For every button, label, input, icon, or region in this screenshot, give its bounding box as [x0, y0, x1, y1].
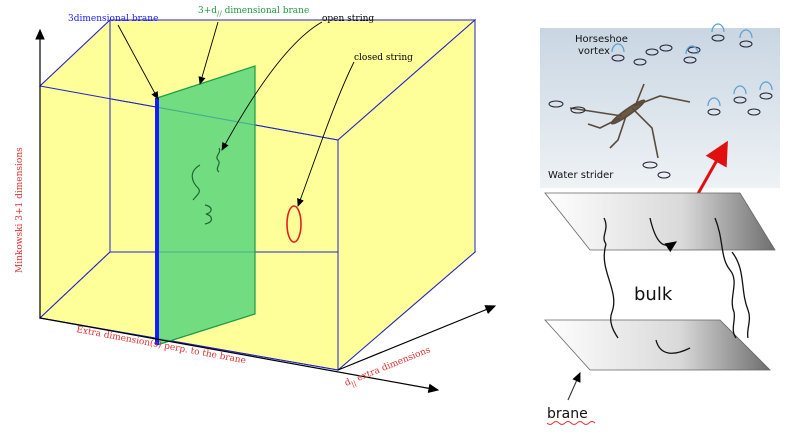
open-string-1: [191, 164, 201, 201]
bulk-strings: [603, 217, 751, 354]
upper-brane-plane: [544, 192, 776, 251]
closed-string-loop: [286, 205, 302, 243]
label-brane: brane: [547, 406, 588, 422]
perp-axis-arrow: [39, 317, 440, 394]
water-strider-insect: [569, 83, 691, 159]
label-bulk: bulk: [634, 284, 673, 305]
pointer-3d-brane: [117, 24, 159, 100]
water-strider-illustration: Horseshoe vortex Water strider: [540, 23, 780, 188]
open-string-3: [204, 204, 213, 225]
hidden-edge: [39, 251, 111, 319]
label-vertical-axis: Minkowski 3+1 dimensions: [15, 147, 25, 273]
pointer-brane: [567, 371, 581, 401]
water-surface-panel: [540, 28, 780, 188]
pointer-closed-string: [297, 61, 355, 207]
label-horseshoe-vortex: Horseshoe: [575, 34, 628, 45]
label-3d-brane: 3dimensional brane: [68, 14, 158, 24]
label-horseshoe-vortex-2: vortex: [578, 46, 610, 57]
horseshoe-vortex-icons: [548, 34, 773, 179]
open-string-2: [216, 147, 221, 173]
label-water-strider: Water strider: [548, 170, 614, 181]
pointer-parallel-brane: [198, 21, 219, 85]
vortex-arcs: [611, 23, 773, 107]
label-parallel-brane: 3+d// dimensional brane: [198, 6, 309, 18]
brane-bulk-diagram: bulk brane: [544, 192, 776, 425]
brane-box-diagram: 3dimensional brane 3+d// dimensional bra…: [15, 6, 497, 394]
label-closed-string: closed string: [354, 53, 413, 63]
label-open-string: open string: [322, 14, 374, 24]
brane-label-underline: [546, 421, 596, 425]
pointer-open-string: [221, 21, 323, 151]
parallel-axis-arrow: [337, 305, 497, 371]
